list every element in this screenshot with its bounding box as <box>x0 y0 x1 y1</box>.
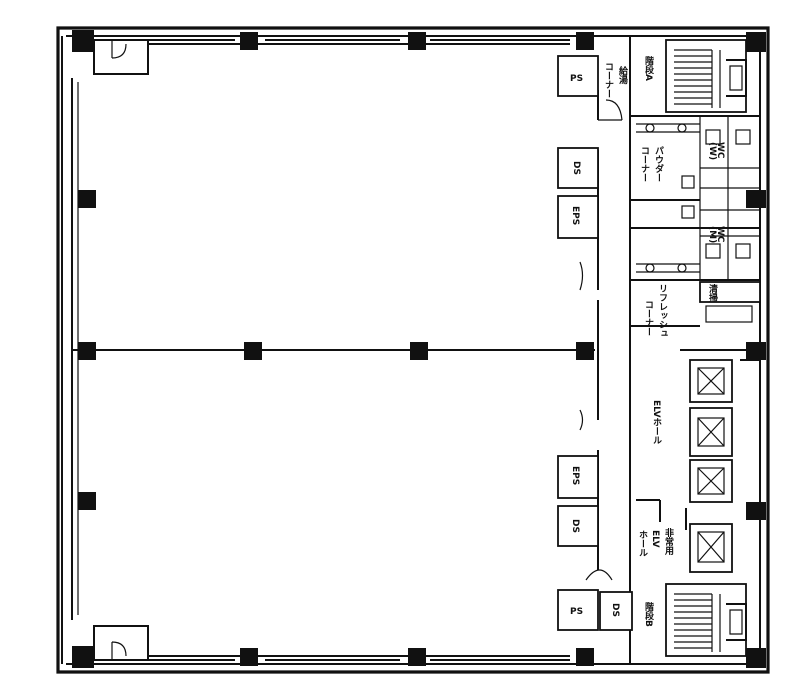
wc-m-label: WC <box>715 226 725 243</box>
ds-label-top: DS <box>571 161 581 175</box>
eps-label-top: EPS <box>570 206 580 225</box>
kyuto-corner-label: コーナー <box>603 62 614 98</box>
restroom-area: パウダー コーナー WC (W) WC (M) <box>630 115 760 281</box>
stair-b-label: 階段B <box>643 601 654 627</box>
stair-b: 階段B <box>643 583 747 657</box>
cleaning-label: 清掃 <box>707 283 718 303</box>
emergency-elv-hall: 非常用 ELV ホール <box>636 499 687 557</box>
refresh-area: 清掃 リフレッシュ コーナー <box>630 281 761 338</box>
freight-label: 非常用 <box>663 527 675 556</box>
stair-a: 階段A <box>643 39 747 113</box>
freight-hall-label: ホール <box>637 530 648 557</box>
ps-label-bottom: PS <box>570 607 583 617</box>
wc-m-sub-label: (M) <box>707 226 717 243</box>
wc-w-sub-label: (W) <box>707 142 717 160</box>
freight-elv-label: ELV <box>650 530 660 548</box>
ps-label-top: PS <box>570 74 583 84</box>
refresh-corner-label: コーナー <box>643 300 654 336</box>
eps-label-bottom: EPS <box>570 466 580 485</box>
powder-label: パウダー <box>653 146 664 182</box>
wc-w-label: WC <box>715 142 725 159</box>
shafts: PS DS EPS EPS DS PS DS <box>557 55 633 631</box>
elevator-bank: ELVホール <box>651 349 761 580</box>
powder-corner-label: コーナー <box>639 146 650 182</box>
stair-a-label: 階段A <box>643 55 654 81</box>
structural-columns <box>72 30 766 668</box>
ds-label-core: DS <box>610 603 620 617</box>
ds-label-bottom: DS <box>570 519 580 533</box>
pantry-area: 給湯 コーナー <box>603 62 628 98</box>
corner-closets <box>93 39 149 661</box>
elv-hall-label: ELVホール <box>651 400 662 445</box>
refresh-label: リフレッシュ <box>657 284 668 338</box>
kyuto-label: 給湯 <box>617 65 628 85</box>
